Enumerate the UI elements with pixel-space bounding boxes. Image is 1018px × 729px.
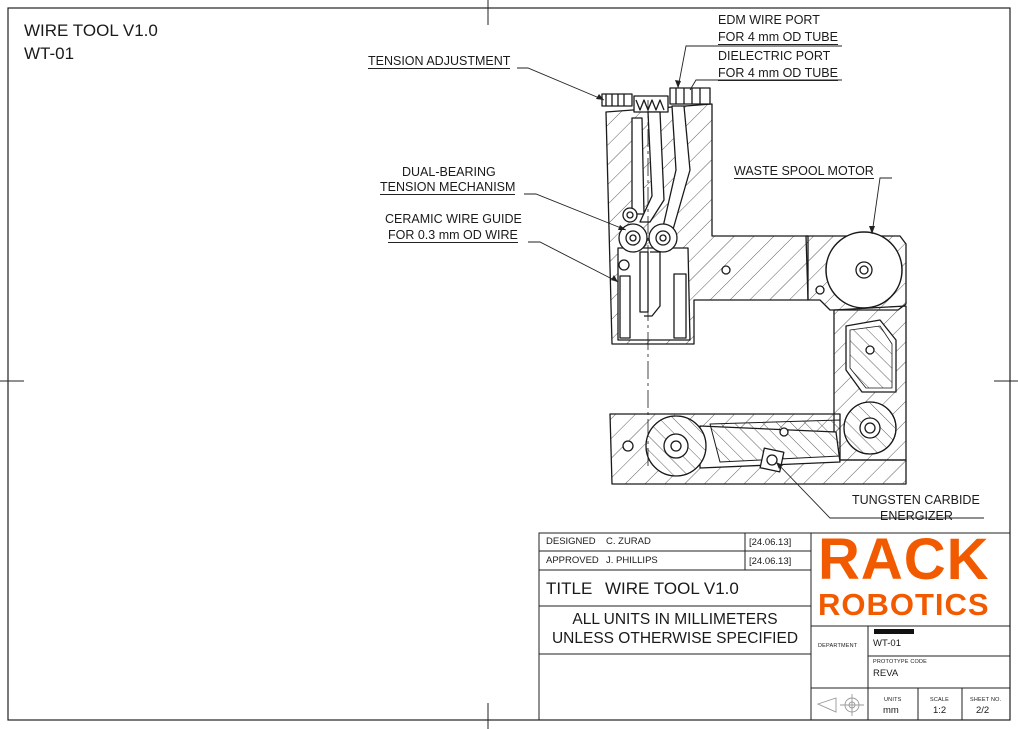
callout-dielectric-port-line1: DIELECTRIC PORT [718, 49, 831, 63]
callout-edm-port-line1: EDM WIRE PORT [718, 13, 820, 27]
part-number-bar [874, 629, 914, 634]
units-note-line1: ALL UNITS IN MILLIMETERS [572, 611, 778, 628]
prototype-code-label: PROTOTYPE CODE [873, 659, 928, 665]
title-value: WIRE TOOL V1.0 [605, 579, 739, 598]
callout-ceramic-guide-line2: FOR 0.3 mm OD WIRE [388, 228, 518, 243]
title-block [538, 532, 1011, 721]
callout-edm-port-line2: FOR 4 mm OD TUBE [718, 30, 838, 45]
callout-tension-adjustment: TENSION ADJUSTMENT [368, 54, 511, 69]
scale-value: 1:2 [933, 705, 947, 716]
callout-waste-spool-motor: WASTE SPOOL MOTOR [734, 164, 874, 179]
drawing-part-number: WT-01 [24, 44, 75, 63]
sheet-border [7, 7, 1011, 721]
callout-dielectric-port-line2: FOR 4 mm OD TUBE [718, 66, 838, 81]
leader-arrows [596, 80, 875, 469]
part-number-value: WT-01 [873, 638, 901, 649]
units-label: UNITS [884, 697, 902, 703]
logo-rack: RACK [818, 527, 990, 592]
approved-by: J. PHILLIPS [606, 555, 658, 566]
callout-dual-bearing-line2: TENSION MECHANISM [380, 180, 516, 195]
designed-by: C. ZURAD [606, 536, 651, 547]
sheet-label: SHEET NO. [970, 697, 1002, 703]
callout-energizer-line2: ENERGIZER [880, 509, 953, 523]
designed-date: [24.06.13] [749, 537, 792, 548]
units-value: mm [883, 705, 899, 716]
approved-date: [24.06.13] [749, 556, 792, 567]
approved-label: APPROVED [546, 555, 599, 566]
sheet-value: 2/2 [976, 705, 990, 716]
prototype-code-value: REVA [873, 668, 899, 679]
logo-robotics: ROBOTICS [818, 587, 990, 622]
units-note-line2: UNLESS OTHERWISE SPECIFIED [551, 630, 799, 647]
callout-ceramic-guide-line1: CERAMIC WIRE GUIDE [385, 212, 522, 226]
scale-label: SCALE [930, 697, 950, 703]
department-label: DEPARTMENT [818, 643, 858, 649]
drawing-title: WIRE TOOL V1.0 [24, 21, 158, 40]
title-label: TITLE [546, 579, 593, 598]
designed-label: DESIGNED [546, 536, 596, 547]
callout-dual-bearing-line1: DUAL-BEARING [402, 165, 496, 179]
callout-energizer-line1: TUNGSTEN CARBIDE [852, 493, 980, 507]
projection-symbol-icon [816, 694, 864, 716]
tool-section [601, 87, 907, 485]
